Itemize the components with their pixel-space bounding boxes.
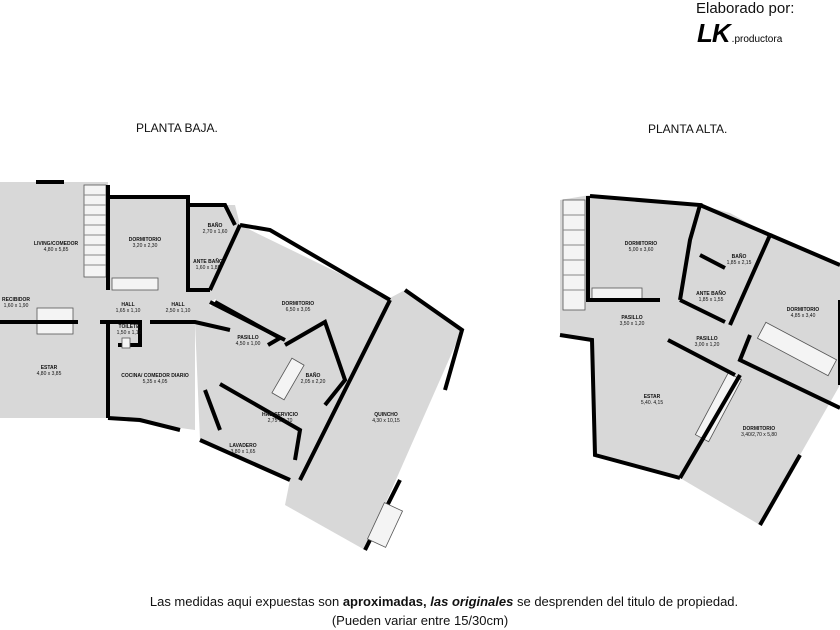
disclaimer-text: Las medidas aqui expuestas son — [149, 594, 343, 609]
stair-steps-upper — [563, 214, 585, 291]
grill — [366, 502, 404, 548]
room-dims: 4,30 x 10,15 — [372, 418, 400, 424]
stair-steps — [84, 194, 106, 266]
logo-mark: LK — [697, 18, 731, 48]
room-dims: 5,40. 4,15 — [641, 400, 663, 406]
room-dims: 1,85 x 1,55 — [699, 297, 724, 303]
room-dims: 2,50 x 1,10 — [166, 308, 191, 314]
room-label: PASILLO — [237, 335, 258, 341]
room-label: ANTE BAÑO — [696, 290, 726, 297]
staircase — [83, 184, 107, 278]
room-dims: 2,70 x 1,60 — [203, 229, 228, 235]
room-dims: 4,80 x 5,85 — [44, 247, 69, 253]
room-label: HAB SERVICIO — [262, 412, 298, 418]
room-label: BAÑO — [208, 222, 223, 229]
room-label: COCINA/ COMEDOR DIARIO — [121, 373, 189, 379]
upper-floor-area — [560, 195, 840, 525]
staircase-upper — [562, 199, 586, 311]
room-dims: 3,80 x 1,65 — [231, 449, 256, 455]
brand-logo: LK.productora — [697, 18, 782, 49]
room-labels-upper: DORMITORIO 5,00 x 3,60 BAÑO 1,85 x 2,15 … — [620, 241, 820, 438]
room-dims: 5,00 x 3,60 — [629, 247, 654, 253]
room-label: ESTAR — [644, 394, 661, 400]
room-dims: 4,50 x 1,00 — [236, 341, 261, 347]
room-dims: 4,85 x 3,40 — [791, 313, 816, 319]
room-label: DORMITORIO — [787, 307, 820, 313]
toilet-fixture — [121, 337, 131, 349]
credit-label: Elaborado por: — [696, 0, 795, 17]
room-label: ESTAR — [41, 365, 58, 371]
room-label: PASILLO — [696, 336, 717, 342]
room-dims: 1,60 x 1,90 — [4, 303, 29, 309]
room-label: DORMITORIO — [129, 237, 162, 243]
disclaimer-line-2: (Pueden variar entre 15/30cm) — [331, 613, 509, 628]
room-label: BAÑO — [732, 253, 747, 260]
disclaimer-text-end: se desprenden del titulo de propiedad. — [513, 594, 739, 609]
room-dims: 6,50 x 3,05 — [286, 307, 311, 313]
logo-suffix: .productora — [731, 34, 783, 45]
room-label: DORMITORIO — [625, 241, 658, 247]
ground-floor-plan: LIVING/COMEDOR 4,80 x 5,85 RECIBIDOR 1,6… — [0, 180, 465, 551]
room-label: ANTE BAÑO — [193, 258, 223, 265]
room-label: LAVADERO — [229, 443, 256, 449]
room-label: HALL — [121, 302, 134, 308]
room-label: HALL — [171, 302, 184, 308]
room-dims: 5,35 x 4,05 — [143, 379, 168, 385]
room-dims: 3,40/2,70 x 5,80 — [741, 432, 777, 438]
measurement-disclaimer: Las medidas aqui expuestas son aproximad… — [0, 592, 840, 630]
plan-title-upper-floor: PLANTA ALTA. — [648, 122, 728, 136]
room-dims: 1,60 x 1,85 — [196, 265, 221, 271]
room-label: PASILLO — [621, 315, 642, 321]
room-dims: 2,05 x 2,20 — [301, 379, 326, 385]
ground-floor-area-left — [0, 182, 300, 430]
ground-floor-walls — [0, 180, 465, 551]
ground-floor-wing — [195, 225, 462, 550]
bathtub — [271, 357, 305, 401]
disclaimer-line-1: Las medidas aqui expuestas son aproximad… — [0, 592, 840, 611]
upper-floor-plan: DORMITORIO 5,00 x 3,60 BAÑO 1,85 x 2,15 … — [559, 194, 840, 526]
room-dims: 1,65 x 1,10 — [116, 308, 141, 314]
room-label: QUINCHO — [374, 412, 398, 418]
room-label: DORMITORIO — [743, 426, 776, 432]
plan-title-ground-floor: PLANTA BAJA. — [136, 121, 218, 135]
room-dims: 1,85 x 2,15 — [727, 260, 752, 266]
disclaimer-bold: aproximadas, — [342, 594, 427, 609]
room-labels-ground: LIVING/COMEDOR 4,80 x 5,85 RECIBIDOR 1,6… — [2, 222, 400, 455]
room-label: TOILETE — [118, 324, 140, 330]
room-dims: 3,00 x 1,20 — [695, 342, 720, 348]
closet — [111, 277, 159, 291]
room-label: DORMITORIO — [282, 301, 315, 307]
room-dims: 2,75 x 1,70 — [268, 418, 293, 424]
room-label: BAÑO — [306, 372, 321, 379]
closet-upper-2 — [756, 321, 838, 377]
room-label: LIVING/COMEDOR — [34, 241, 79, 247]
room-dims: 1,50 x 1,10 — [117, 330, 142, 336]
disclaimer-italic: las originales — [426, 594, 514, 609]
room-label: RECIBIDOR — [2, 297, 30, 303]
room-dims: 3,50 x 1,20 — [620, 321, 645, 327]
room-dims: 3,20 x 2,30 — [133, 243, 158, 249]
upper-floor-walls — [559, 194, 840, 526]
room-dims: 4,80 x 3,85 — [37, 371, 62, 377]
